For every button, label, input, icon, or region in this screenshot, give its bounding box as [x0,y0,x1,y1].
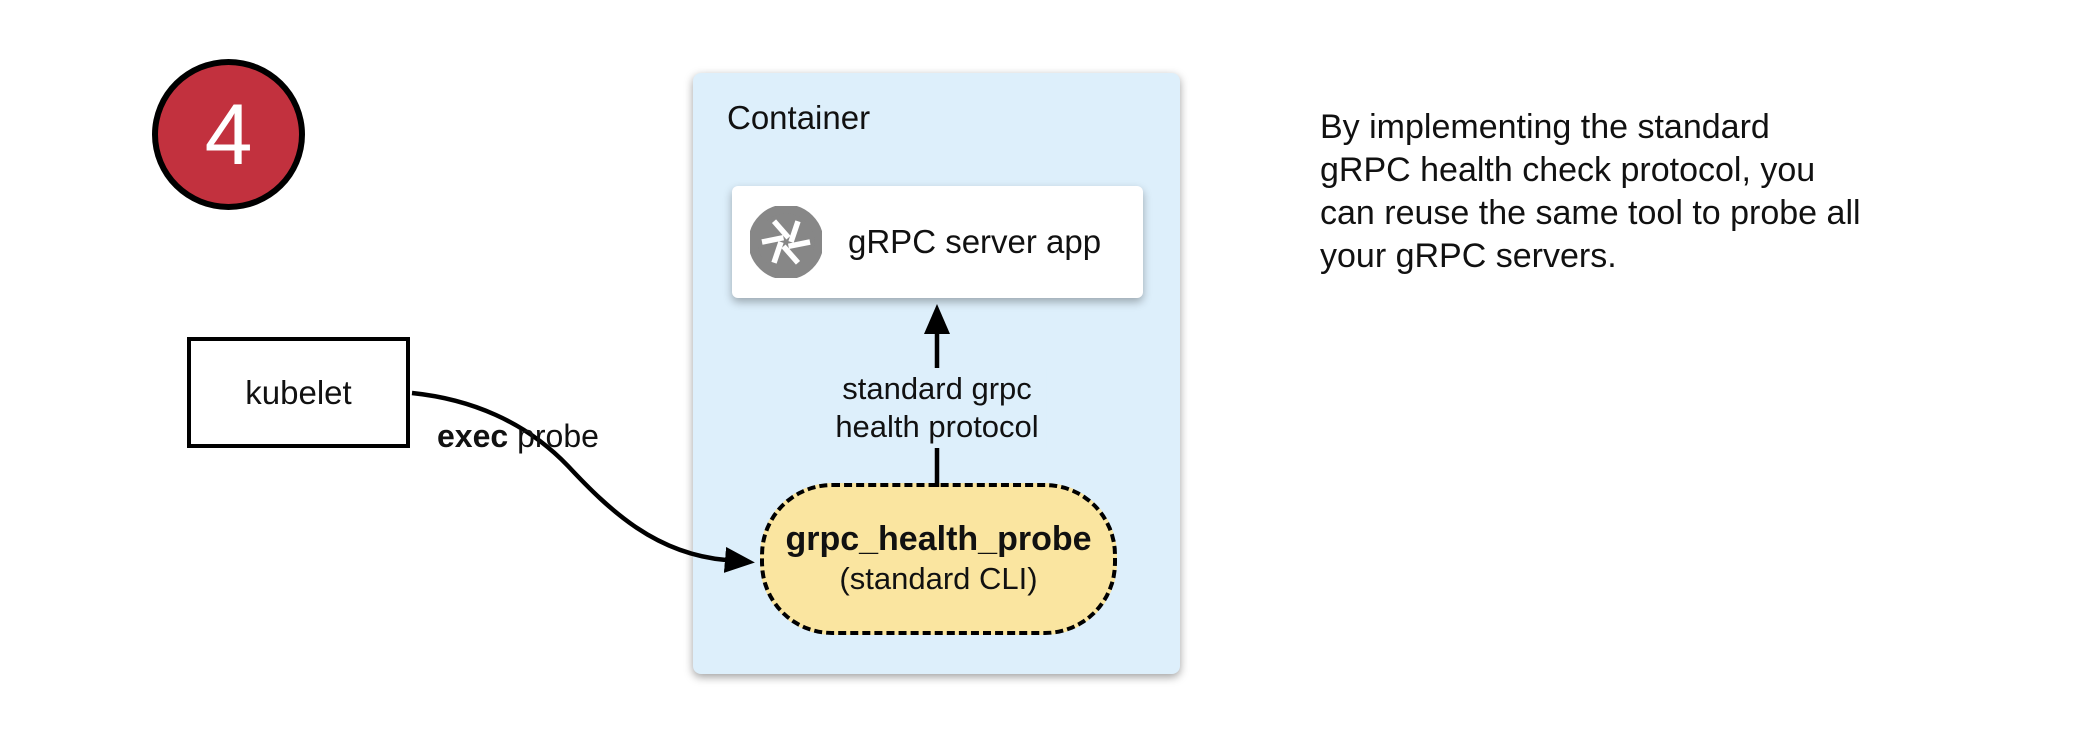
protocol-arrow-label-line1: standard grpc [842,371,1032,406]
exec-probe-label-bold: exec [437,418,509,454]
grpc-server-app-label: gRPC server app [848,223,1102,260]
note-line: can reuse the same tool to probe all [1320,194,1861,232]
note-line: gRPC health check protocol, you [1320,151,1816,189]
container-panel: Container gRPC server app grpc_health_pr… [693,73,1180,674]
note-line: By implementing the standard [1320,108,1770,146]
aperture-icon [750,206,822,278]
grpc-health-probe-subtitle: (standard CLI) [839,561,1038,596]
step-number-badge: 4 [152,59,305,210]
exec-probe-label: exec probe [437,418,599,455]
grpc-health-probe-title: grpc_health_probe [785,520,1092,558]
kubelet-label: kubelet [245,373,352,411]
protocol-arrow-label-line2: health protocol [835,409,1039,444]
grpc-server-app-node: gRPC server app [732,186,1143,298]
note-line: your gRPC servers. [1320,237,1617,275]
kubelet-node: kubelet [187,337,410,448]
note-text: By implementing the standard gRPC health… [1320,106,1861,278]
grpc-health-probe-node: grpc_health_probe (standard CLI) [760,483,1117,635]
exec-probe-label-rest: probe [508,418,599,454]
container-title: Container [727,99,871,136]
protocol-arrow-label: standard grpc health protocol [827,368,1047,448]
step-number: 4 [204,86,253,183]
